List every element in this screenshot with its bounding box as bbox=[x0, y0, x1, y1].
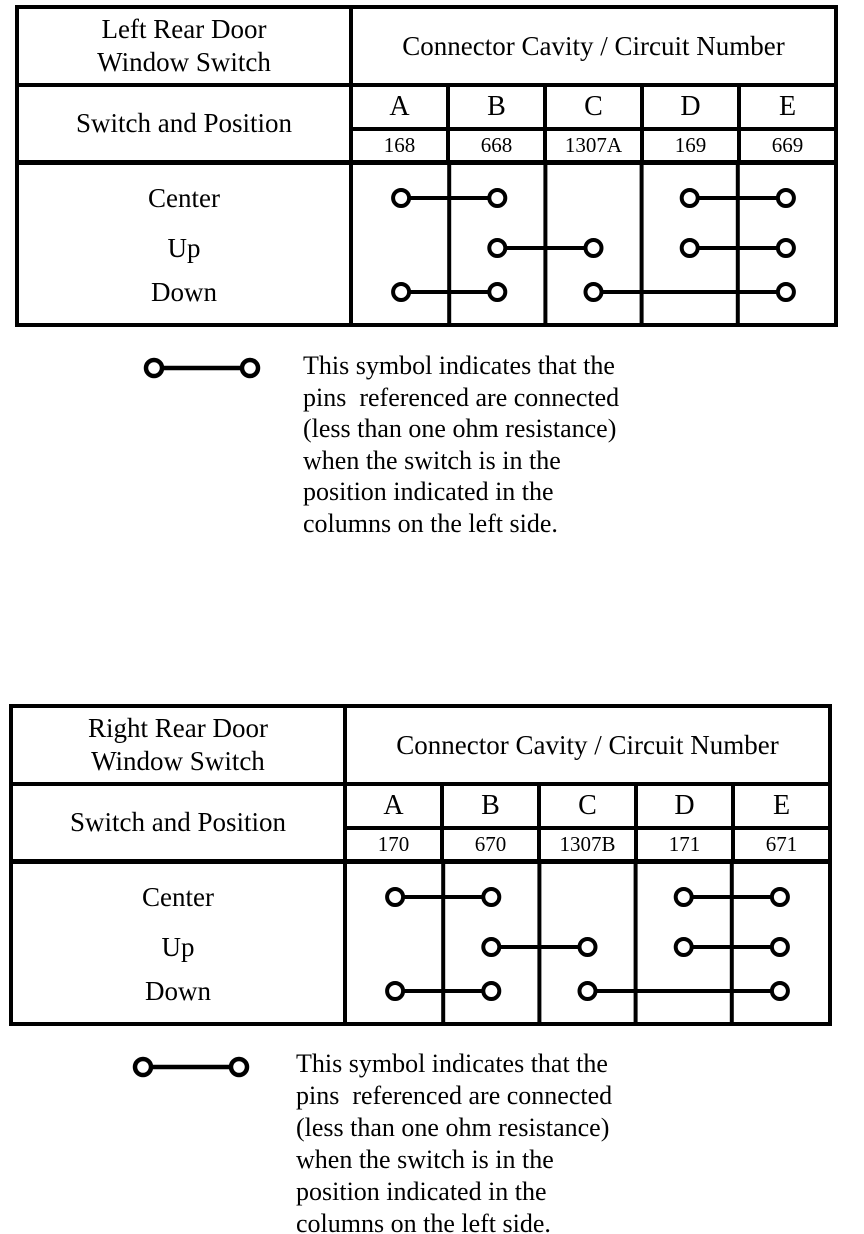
connector-header: Connector Cavity / Circuit Number bbox=[396, 729, 779, 760]
cavity-letter: C bbox=[547, 87, 640, 131]
circuit-number: 1307B bbox=[559, 832, 616, 856]
left-rear-switch-table: Left Rear Door Window Switch Connector C… bbox=[15, 5, 838, 327]
cavity-columns: A 170 B 670 C 1307B D 171 E 671 bbox=[347, 786, 828, 859]
cavity-column-d: D 171 bbox=[638, 786, 735, 859]
cavity-column-e: E 671 bbox=[735, 786, 828, 859]
switch-position-header: Switch and Position bbox=[19, 87, 353, 160]
legend-line: pins referenced are connected bbox=[303, 382, 620, 412]
legend-line: (less than one ohm resistance) bbox=[303, 414, 617, 443]
connection-grid-cell bbox=[353, 165, 834, 323]
circuit-number: 171 bbox=[668, 832, 701, 856]
cavity-column-d: D 169 bbox=[644, 87, 741, 160]
position-label-up: Up bbox=[161, 932, 195, 962]
position-label-up: Up bbox=[167, 233, 201, 263]
legend-line: (less than one ohm resistance) bbox=[296, 1113, 610, 1142]
legend-line: when the switch is in the bbox=[296, 1145, 554, 1174]
legend-line: position indicated in the bbox=[303, 477, 554, 506]
position-labels: Center Up Down bbox=[13, 864, 347, 1022]
cavity-letter: E bbox=[735, 786, 828, 830]
cavity-column-c: C 1307B bbox=[541, 786, 638, 859]
position-labels: Center Up Down bbox=[19, 165, 353, 323]
cavity-letter: B bbox=[450, 87, 543, 131]
legend-line: columns on the left side. bbox=[303, 508, 558, 538]
legend-top: This symbol indicates that the pins refe… bbox=[303, 350, 619, 539]
legend-bottom: This symbol indicates that the pins refe… bbox=[296, 1048, 612, 1234]
switch-position-header: Switch and Position bbox=[13, 786, 347, 859]
cavity-columns: A 168 B 668 C 1307A D 169 E 669 bbox=[353, 87, 834, 160]
table-title-line2: Window Switch bbox=[91, 746, 265, 776]
legend-line: when the switch is in the bbox=[303, 445, 561, 475]
connected-pins-symbol bbox=[132, 1056, 250, 1078]
legend-line: pins referenced are connected bbox=[296, 1081, 613, 1110]
cavity-letter: D bbox=[638, 786, 731, 830]
circuit-number: 671 bbox=[765, 832, 798, 856]
position-label-down: Down bbox=[151, 277, 217, 307]
position-label-center: Center bbox=[142, 882, 214, 912]
cavity-circuit-row: Switch and Position A 168 B 668 C 1307A … bbox=[19, 87, 834, 165]
cavity-letter: E bbox=[741, 87, 834, 131]
table-title: Left Rear Door Window Switch bbox=[19, 9, 353, 83]
cavity-column-e: E 669 bbox=[741, 87, 834, 160]
table-title: Right Rear Door Window Switch bbox=[13, 708, 347, 782]
legend-line: This symbol indicates that the bbox=[303, 351, 615, 380]
legend-line: columns on the left side. bbox=[296, 1209, 551, 1234]
right-rear-switch-table: Right Rear Door Window Switch Connector … bbox=[9, 704, 832, 1026]
table-header-row: Left Rear Door Window Switch Connector C… bbox=[19, 9, 834, 87]
circuit-number: 169 bbox=[674, 133, 707, 157]
table-title-line2: Window Switch bbox=[97, 47, 271, 77]
continuity-body-row: Center Up Down bbox=[19, 165, 834, 323]
table-header-row: Right Rear Door Window Switch Connector … bbox=[13, 708, 828, 786]
circuit-number: 168 bbox=[383, 133, 416, 157]
cavity-letter: B bbox=[444, 786, 537, 830]
circuit-number: 668 bbox=[480, 133, 513, 157]
table-title-line1: Right Rear Door bbox=[88, 713, 268, 743]
cavity-column-a: A 168 bbox=[353, 87, 450, 160]
circuit-number: 670 bbox=[474, 832, 507, 856]
cavity-column-c: C 1307A bbox=[547, 87, 644, 160]
cavity-circuit-row: Switch and Position A 170 B 670 C 1307B … bbox=[13, 786, 828, 864]
position-label-down: Down bbox=[145, 976, 211, 1006]
cavity-letter: D bbox=[644, 87, 737, 131]
circuit-number: 669 bbox=[771, 133, 804, 157]
connector-header: Connector Cavity / Circuit Number bbox=[402, 30, 785, 61]
cavity-letter: A bbox=[347, 786, 440, 830]
legend-line: This symbol indicates that the bbox=[296, 1049, 608, 1078]
connection-grid bbox=[391, 165, 796, 323]
cavity-letter: A bbox=[353, 87, 446, 131]
legend-line: position indicated in the bbox=[296, 1177, 547, 1206]
connected-pins-symbol bbox=[143, 357, 261, 379]
table-title-line1: Left Rear Door bbox=[101, 14, 267, 44]
connection-grid bbox=[385, 864, 790, 1022]
circuit-number: 1307A bbox=[564, 133, 623, 157]
cavity-column-a: A 170 bbox=[347, 786, 444, 859]
continuity-body-row: Center Up Down bbox=[13, 864, 828, 1022]
connection-grid-cell bbox=[347, 864, 828, 1022]
cavity-column-b: B 668 bbox=[450, 87, 547, 160]
position-label-center: Center bbox=[148, 183, 220, 213]
circuit-number: 170 bbox=[377, 832, 410, 856]
cavity-letter: C bbox=[541, 786, 634, 830]
cavity-column-b: B 670 bbox=[444, 786, 541, 859]
